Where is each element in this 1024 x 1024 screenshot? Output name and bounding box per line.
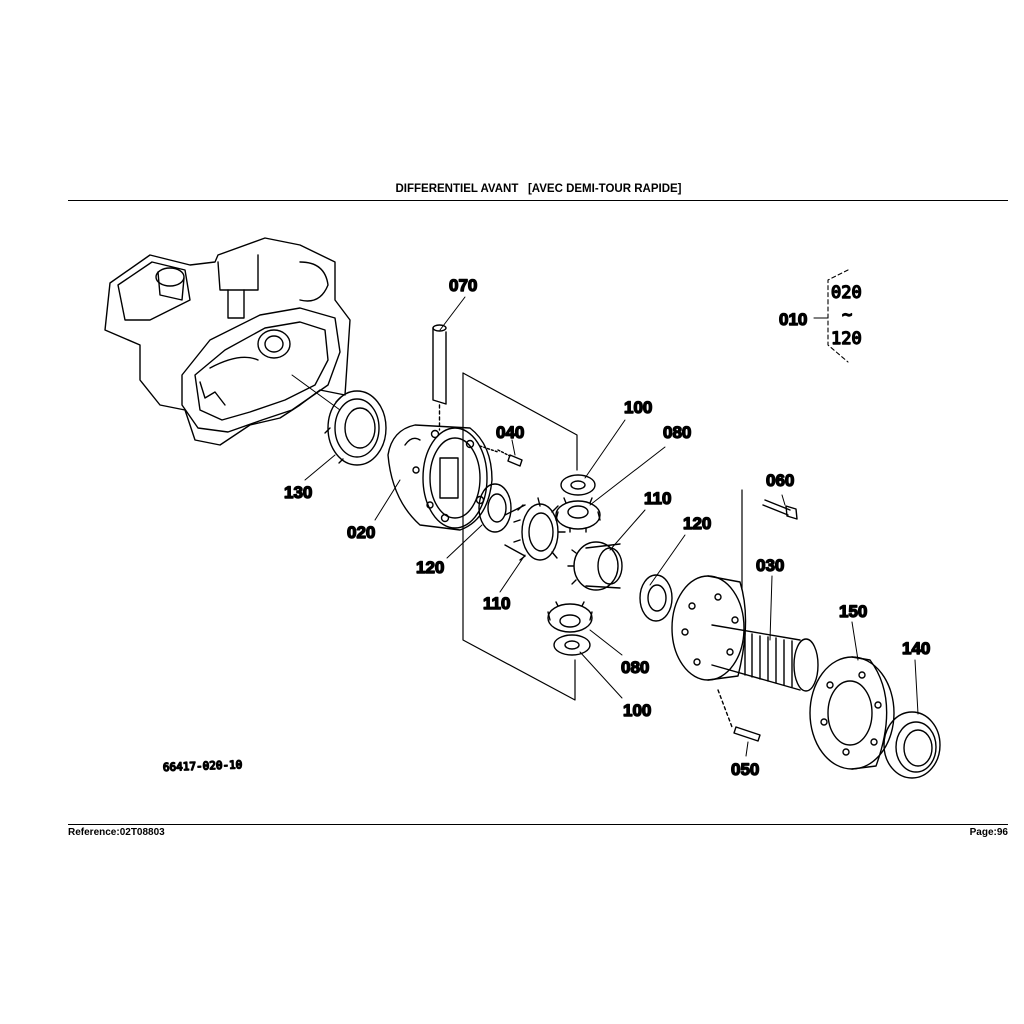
- part-040-pin: [479, 445, 523, 467]
- part-100-washer-bottom: [553, 634, 591, 656]
- part-100-washer-top: [560, 474, 596, 496]
- part-030-flange-shaft: [671, 575, 819, 692]
- explosion-bracket: [462, 372, 578, 701]
- callout-100-bottom: 100: [623, 701, 651, 720]
- inset-range-start: 020: [831, 283, 862, 303]
- callout-020: 020: [347, 523, 375, 542]
- part-020-diff-case: [387, 424, 493, 531]
- part-060-bolt: [762, 499, 798, 520]
- part-070-pin: [432, 324, 447, 431]
- reference-label: Reference:02T08803: [68, 827, 165, 838]
- callout-060: 060: [766, 471, 794, 490]
- part-130-bearing: [324, 390, 387, 466]
- callout-080-top: 080: [663, 423, 691, 442]
- drawing-number: 66417-020-10: [163, 758, 243, 774]
- callout-100-top: 100: [624, 398, 652, 417]
- callout-120-right: 120: [683, 514, 711, 533]
- part-080-pinion-top: [555, 497, 601, 533]
- part-120-washer-right: [639, 574, 673, 622]
- part-120-washer-left: [478, 483, 512, 533]
- callout-030: 030: [756, 556, 784, 575]
- assembly-inset-bracket: [813, 269, 849, 363]
- page-title: DIFFERENTIEL AVANT [AVEC DEMI-TOUR RAPID…: [395, 183, 682, 195]
- callout-130: 130: [284, 483, 312, 502]
- inset-assembly-number: 010: [779, 310, 807, 329]
- callout-110-left: 110: [483, 594, 510, 613]
- inset-range-tilde: ~: [842, 305, 852, 325]
- part-080-pinion-bottom: [547, 601, 593, 633]
- callout-150: 150: [839, 602, 867, 621]
- part-110-side-gear-left: [504, 497, 566, 561]
- callout-070: 070: [449, 276, 477, 295]
- leader-lines: [304, 296, 919, 757]
- callout-040: 040: [496, 423, 524, 442]
- callout-080-bottom: 080: [621, 658, 649, 677]
- part-140-seal: [883, 711, 941, 779]
- part-050-pin: [717, 689, 761, 742]
- part-150-flange: [809, 656, 895, 770]
- callout-050: 050: [731, 760, 759, 779]
- callout-110-right: 110: [644, 489, 671, 508]
- callout-140: 140: [902, 639, 930, 658]
- footer-rule: [68, 824, 1008, 825]
- axle-housing: [104, 237, 351, 446]
- header-rule: [68, 200, 1008, 201]
- callout-120-left: 120: [416, 558, 444, 577]
- page-number: Page:96: [969, 827, 1008, 838]
- inset-range-end: 120: [831, 329, 862, 349]
- part-110-side-gear-right: [567, 541, 623, 591]
